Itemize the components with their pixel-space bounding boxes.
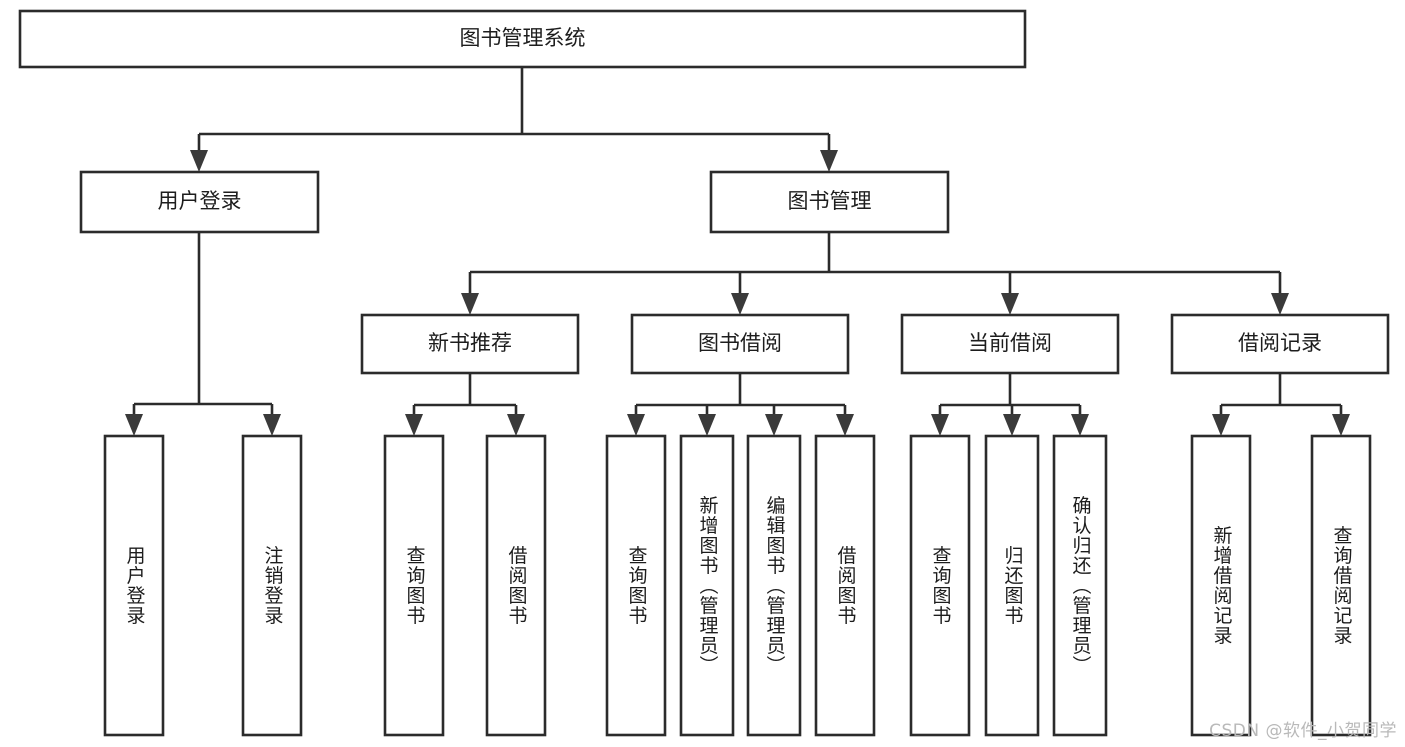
- node-leaf-edit-book-admin[interactable]: 编辑图书（管理员）: [746, 434, 802, 737]
- node-box-user-login: [79, 170, 320, 234]
- node-box-leaf-confirm-return-admin: [1052, 434, 1108, 737]
- arrow-head-icon: [731, 293, 749, 315]
- node-label-user-login: 用户登录: [158, 189, 242, 213]
- arrow-head-icon: [698, 414, 716, 436]
- node-box-borrow-record: [1170, 313, 1390, 375]
- node-leaf-query-book-1[interactable]: 查询图书: [383, 434, 445, 737]
- arrow-head-icon: [1001, 293, 1019, 315]
- node-root[interactable]: 图书管理系统: [18, 9, 1027, 69]
- node-label-leaf-query-book-1: 查询图书: [404, 545, 426, 625]
- node-leaf-borrow-book-1[interactable]: 借阅图书: [485, 434, 547, 737]
- node-box-leaf-user-login: [103, 434, 165, 737]
- arrow-head-icon: [931, 414, 949, 436]
- node-label-borrow-record: 借阅记录: [1238, 331, 1322, 355]
- node-leaf-user-logout[interactable]: 注销登录: [241, 434, 303, 737]
- node-label-leaf-user-logout: 注销登录: [262, 545, 284, 625]
- arrow-head-icon: [765, 414, 783, 436]
- node-leaf-borrow-book-2[interactable]: 借阅图书: [814, 434, 876, 737]
- connector-root-to-level2: [190, 67, 838, 172]
- node-label-leaf-edit-book-admin: 编辑图书（管理员）: [764, 495, 786, 675]
- arrow-head-icon: [627, 414, 645, 436]
- node-box-leaf-borrow-book-1: [485, 434, 547, 737]
- node-box-new-book-rec: [360, 313, 580, 375]
- arrow-head-icon: [1003, 414, 1021, 436]
- node-layer: 图书管理系统用户登录图书管理新书推荐图书借阅当前借阅借阅记录用户登录注销登录查询…: [18, 9, 1390, 737]
- node-leaf-query-book-2[interactable]: 查询图书: [605, 434, 667, 737]
- node-book-borrow[interactable]: 图书借阅: [630, 313, 850, 375]
- node-label-leaf-add-borrow-record: 新增借阅记录: [1211, 525, 1233, 645]
- node-box-leaf-return-book: [984, 434, 1040, 737]
- arrow-head-icon: [461, 293, 479, 315]
- node-box-root: [18, 9, 1027, 69]
- node-box-leaf-add-book-admin: [679, 434, 735, 737]
- node-label-leaf-confirm-return-admin: 确认归还（管理员）: [1070, 495, 1092, 675]
- node-leaf-add-book-admin[interactable]: 新增图书（管理员）: [679, 434, 735, 737]
- node-label-book-manage: 图书管理: [788, 189, 872, 213]
- node-leaf-add-borrow-record[interactable]: 新增借阅记录: [1190, 434, 1252, 737]
- node-label-leaf-borrow-book-1: 借阅图书: [506, 545, 528, 625]
- node-label-leaf-query-book-2: 查询图书: [626, 545, 648, 625]
- node-box-leaf-query-borrow-record: [1310, 434, 1372, 737]
- node-box-leaf-query-book-3: [909, 434, 971, 737]
- node-box-leaf-add-borrow-record: [1190, 434, 1252, 737]
- node-label-leaf-query-borrow-record: 查询借阅记录: [1331, 525, 1353, 645]
- arrow-head-icon: [1332, 414, 1350, 436]
- node-box-current-borrow: [900, 313, 1120, 375]
- connector-borrow-record-to-leaves: [1212, 373, 1350, 436]
- node-leaf-return-book[interactable]: 归还图书: [984, 434, 1040, 737]
- node-label-book-borrow: 图书借阅: [698, 331, 782, 355]
- connector-layer: [125, 67, 1350, 436]
- node-box-leaf-query-book-1: [383, 434, 445, 737]
- arrow-head-icon: [836, 414, 854, 436]
- node-leaf-confirm-return-admin[interactable]: 确认归还（管理员）: [1052, 434, 1108, 737]
- arrow-head-icon: [1071, 414, 1089, 436]
- node-label-leaf-return-book: 归还图书: [1002, 545, 1024, 625]
- arrow-head-icon: [405, 414, 423, 436]
- node-label-leaf-query-book-3: 查询图书: [930, 545, 952, 625]
- connector-book-borrow-to-leaves: [627, 373, 854, 436]
- arrow-head-icon: [190, 150, 208, 172]
- node-current-borrow[interactable]: 当前借阅: [900, 313, 1120, 375]
- arrow-head-icon: [507, 414, 525, 436]
- node-label-root: 图书管理系统: [460, 26, 586, 50]
- arrow-head-icon: [1212, 414, 1230, 436]
- node-label-leaf-borrow-book-2: 借阅图书: [835, 545, 857, 625]
- node-box-book-manage: [709, 170, 950, 234]
- connector-new-book-rec-to-leaves: [405, 373, 525, 436]
- arrow-head-icon: [1271, 293, 1289, 315]
- node-box-leaf-user-logout: [241, 434, 303, 737]
- node-box-book-borrow: [630, 313, 850, 375]
- node-label-leaf-user-login: 用户登录: [124, 546, 146, 626]
- node-book-manage[interactable]: 图书管理: [709, 170, 950, 234]
- connector-book-manage-to-level3: [461, 232, 1289, 315]
- node-label-new-book-rec: 新书推荐: [428, 331, 512, 355]
- node-leaf-user-login[interactable]: 用户登录: [103, 434, 165, 737]
- node-box-leaf-borrow-book-2: [814, 434, 876, 737]
- node-label-current-borrow: 当前借阅: [968, 331, 1052, 355]
- node-leaf-query-borrow-record[interactable]: 查询借阅记录: [1310, 434, 1372, 737]
- node-user-login[interactable]: 用户登录: [79, 170, 320, 234]
- node-borrow-record[interactable]: 借阅记录: [1170, 313, 1390, 375]
- node-new-book-rec[interactable]: 新书推荐: [360, 313, 580, 375]
- node-box-leaf-query-book-2: [605, 434, 667, 737]
- connector-current-borrow-to-leaves: [931, 373, 1089, 436]
- arrow-head-icon: [820, 150, 838, 172]
- connector-user-login-to-leaves: [125, 232, 281, 436]
- node-label-leaf-add-book-admin: 新增图书（管理员）: [697, 495, 719, 675]
- node-box-leaf-edit-book-admin: [746, 434, 802, 737]
- arrow-head-icon: [125, 414, 143, 436]
- node-leaf-query-book-3[interactable]: 查询图书: [909, 434, 971, 737]
- arrow-head-icon: [263, 414, 281, 436]
